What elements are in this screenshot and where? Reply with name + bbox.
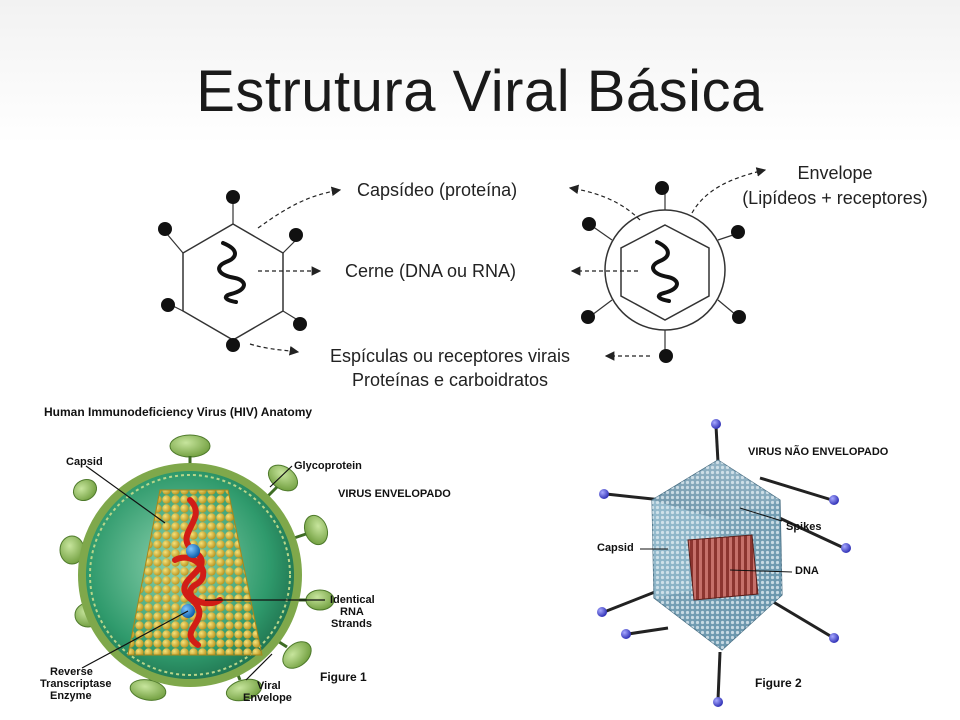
- label-capsideo: Capsídeo (proteína): [357, 180, 518, 200]
- adenovirus-fibers: [603, 425, 845, 701]
- enveloped-virus-schematic: [568, 167, 767, 363]
- inner-capsid-hexagon: [620, 224, 710, 321]
- adeno-leader-lines: [640, 507, 793, 573]
- label-envelope-2: (Lipídeos + receptores): [742, 188, 928, 208]
- inner-nucleic-acid-squiggle: [651, 240, 679, 303]
- hiv-label-rt-1: Reverse: [50, 666, 93, 678]
- hiv-figure-title: Human Immunodeficiency Virus (HIV) Anato…: [44, 405, 313, 419]
- hiv-figure-caption: Figure 1: [320, 670, 367, 684]
- label-cerne: Cerne (DNA ou RNA): [345, 261, 517, 281]
- naked-virus-schematic: [158, 186, 342, 356]
- envelope-spike-lines: [591, 192, 737, 352]
- nucleic-acid-squiggle: [217, 241, 246, 304]
- hiv-label-rna-3: Strands: [331, 618, 372, 630]
- hiv-label-rt-3: Enzyme: [50, 690, 92, 702]
- glycoprotein-knobs: [59, 434, 335, 702]
- hiv-label-envelope-1: Viral: [257, 680, 281, 692]
- adeno-tag: VIRUS NÃO ENVELOPADO: [748, 446, 889, 458]
- arrow-espiculas: [249, 343, 300, 356]
- adeno-label-capsid: Capsid: [597, 542, 634, 554]
- page-title: Estrutura Viral Básica: [196, 59, 764, 124]
- label-espiculas-1: Espículas ou receptores virais: [329, 346, 571, 366]
- hiv-label-envelope-2: Envelope: [243, 692, 292, 704]
- reverse-transcriptase-1: [186, 544, 200, 558]
- hiv-tag: VIRUS ENVELOPADO: [338, 488, 451, 500]
- label-espiculas-2: Proteínas e carboidratos: [351, 370, 549, 390]
- adeno-label-dna: DNA: [795, 565, 819, 577]
- arrow-envelope: [691, 167, 767, 214]
- hiv-label-rna-1: Identical: [330, 594, 375, 606]
- rna-strands: [181, 497, 205, 648]
- hiv-leader-lines: [81, 465, 325, 681]
- hiv-label-capsid: Capsid: [66, 456, 103, 468]
- spike-knobs: [158, 190, 307, 352]
- hiv-label-rna-2: RNA: [340, 606, 364, 618]
- hiv-label-glycoprotein: Glycoprotein: [294, 460, 362, 472]
- hiv-label-rt-2: Transcriptase: [40, 678, 112, 690]
- adeno-figure-caption: Figure 2: [755, 676, 802, 690]
- label-envelope-1: Envelope: [797, 163, 873, 183]
- dna-core: [687, 534, 759, 601]
- arrow-capsideo-right: [568, 184, 641, 221]
- arrow-capsideo: [257, 186, 342, 229]
- fiber-knobs: [597, 419, 851, 707]
- adeno-label-spikes: Spikes: [786, 521, 822, 533]
- envelope-spike-knobs: [581, 181, 746, 363]
